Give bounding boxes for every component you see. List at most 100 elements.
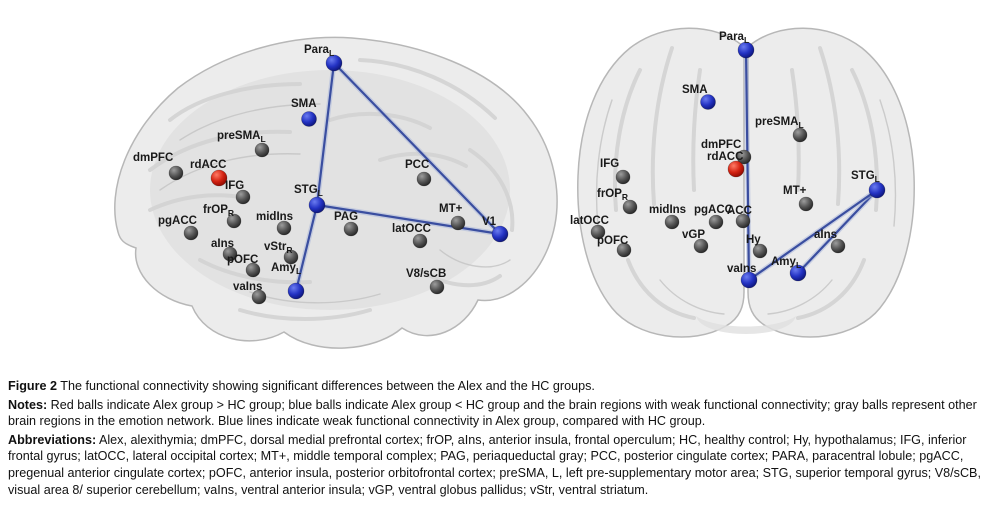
node-ains-gray-ball	[830, 238, 846, 254]
node-vains-gray-ball	[251, 289, 267, 305]
node-sma-blue-ball	[700, 94, 716, 110]
node-pgacc-gray-ball	[708, 214, 724, 230]
node-latocc-gray-ball	[590, 224, 606, 240]
label-stgl: STGL	[294, 184, 323, 198]
node-rdacc-red-ball	[727, 160, 745, 178]
node-presmal-gray-ball	[254, 142, 270, 158]
label-mt: MT+	[439, 203, 463, 215]
edge-paral-stgl	[315, 61, 336, 207]
label-ains: aIns	[814, 229, 837, 241]
label-ains: aIns	[211, 238, 234, 250]
label-pgacc: pgACC	[694, 204, 733, 216]
node-midins-gray-ball	[276, 220, 292, 236]
node-v8scb-gray-ball	[429, 279, 445, 295]
brain-posterior-left-hemisphere	[577, 27, 745, 338]
node-pgacc-gray-ball	[183, 225, 199, 241]
brain-lateral-shading	[150, 70, 510, 310]
label-v8scb: V8/sCB	[406, 268, 446, 280]
node-pag-gray-ball	[343, 221, 359, 237]
node-v1-blue-ball	[491, 225, 509, 243]
node-stgl-blue-ball	[308, 196, 326, 214]
label-stgl: STGL	[851, 170, 880, 184]
node-vains-blue-ball	[740, 271, 758, 289]
node-amyl-blue-ball	[789, 264, 807, 282]
label-pofc: pOFC	[227, 254, 258, 266]
label-acc: ACC	[727, 205, 752, 217]
label-fropr: frOPR	[203, 204, 234, 218]
node-vstrr-gray-ball	[283, 249, 299, 265]
node-midins-gray-ball	[664, 214, 680, 230]
node-latocc-gray-ball	[412, 233, 428, 249]
node-ains-gray-ball	[222, 246, 238, 262]
edge-stgl-amyl	[796, 188, 879, 275]
label-pag: PAG	[334, 211, 358, 223]
abbreviations-label: Abbreviations:	[8, 432, 97, 447]
label-presmal: preSMAL	[755, 116, 804, 130]
node-mt-gray-ball	[450, 215, 466, 231]
label-presmal: preSMAL	[217, 130, 266, 144]
node-presmal-gray-ball	[792, 127, 808, 143]
node-sma-blue-ball	[301, 111, 317, 127]
edge-stgl-amyl	[294, 203, 319, 293]
node-pofc-gray-ball	[245, 262, 261, 278]
edge-paral-v1	[332, 61, 502, 236]
node-dmpfc-gray-ball	[168, 165, 184, 181]
label-pgacc: pgACC	[158, 215, 197, 227]
label-amyl: AmyL	[771, 256, 801, 270]
label-midins: midIns	[649, 204, 686, 216]
figure-label: Figure 2	[8, 379, 57, 393]
node-paral-blue-ball	[737, 41, 755, 59]
node-fropr-gray-ball	[226, 213, 242, 229]
brain-lateral-view: ParaL SMA preSMAL dmPFC rdACC IFG STGL PCC frOPR…	[114, 36, 558, 349]
node-dmpfc-gray-ball	[736, 149, 752, 165]
node-ifg-gray-ball	[235, 189, 251, 205]
figure-caption: Figure 2 The functional connectivity sho…	[0, 368, 1008, 498]
label-hy: Hy	[746, 234, 761, 246]
brain-lateral-network: ParaL SMA preSMAL dmPFC rdACC IFG STGL PCC frOPR…	[133, 44, 509, 305]
node-hy-gray-ball	[752, 243, 768, 259]
node-mt-gray-ball	[798, 196, 814, 212]
edge-stgl-v1	[315, 203, 502, 236]
label-dmpfc: dmPFC	[133, 152, 173, 164]
figure-title-text: The functional connectivity showing sign…	[57, 379, 595, 393]
label-vains: vaIns	[233, 281, 262, 293]
label-sma: SMA	[291, 98, 317, 110]
label-fropr: frOPR	[597, 188, 628, 202]
figure-abbreviations: Abbreviations: Alex, alexithymia; dmPFC,…	[8, 432, 998, 498]
label-dmpfc: dmPFC	[701, 139, 741, 151]
label-pcc: PCC	[405, 159, 429, 171]
label-midins: midIns	[256, 211, 293, 223]
figure-title: Figure 2 The functional connectivity sho…	[8, 378, 998, 395]
label-ifg: IFG	[225, 180, 244, 192]
label-latocc: latOCC	[570, 215, 609, 227]
abbreviations-text: Alex, alexithymia; dmPFC, dorsal medial …	[8, 432, 981, 497]
node-pofc-gray-ball	[616, 242, 632, 258]
figure-notes: Notes: Red balls indicate Alex group > H…	[8, 397, 998, 430]
node-fropr-gray-ball	[622, 199, 638, 215]
edge-stgl-vains	[747, 188, 879, 282]
label-v1: V1	[482, 216, 497, 228]
brain-posterior-sulci	[595, 99, 897, 315]
label-rdacc: rdACC	[707, 151, 743, 163]
label-vstrr: vStrR	[264, 241, 293, 255]
label-paral: ParaL	[304, 44, 334, 58]
node-acc-gray-ball	[735, 213, 751, 229]
node-rdacc-red-ball	[210, 169, 228, 187]
label-pofc: pOFC	[597, 235, 628, 247]
label-amyl: AmyL	[271, 262, 301, 276]
label-latocc: latOCC	[392, 223, 431, 235]
node-stgl-blue-ball	[868, 181, 886, 199]
label-vgp: vGP	[682, 229, 705, 241]
edge-paral-vains	[744, 48, 751, 282]
node-amyl-blue-ball	[287, 282, 305, 300]
label-rdacc: rdACC	[190, 159, 226, 171]
node-ifg-gray-ball	[615, 169, 631, 185]
label-mt: MT+	[783, 185, 807, 197]
notes-text: Red balls indicate Alex group > HC group…	[8, 397, 977, 429]
label-paral: ParaL	[719, 31, 749, 45]
brain-posterior-cerebellum	[696, 316, 796, 334]
